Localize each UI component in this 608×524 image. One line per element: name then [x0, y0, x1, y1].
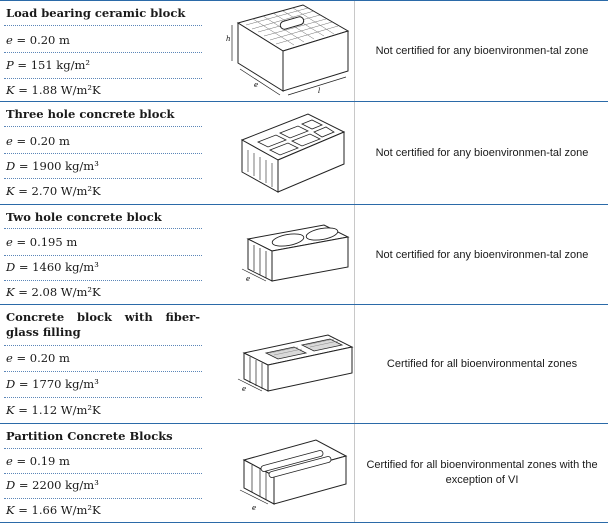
properties-cell: Two hole concrete block e = 0.195 m D = … — [0, 205, 204, 305]
ceramic-block-icon: h e l — [226, 4, 350, 96]
block-title: Load bearing ceramic block — [6, 6, 186, 20]
density-value: D = 2200 kg/m³ — [6, 478, 99, 492]
certification-text: Not certified for any bioenvironmen-tal … — [375, 45, 589, 57]
table-row: Partition Concrete Blocks e = 0.19 m D =… — [0, 423, 608, 523]
thickness-value: e = 0.20 m — [6, 134, 70, 148]
certification-text: Certified for all bioenvironmental zones — [386, 358, 578, 370]
table-row: Three hole concrete block e = 0.20 m D =… — [0, 101, 608, 205]
table-row: Two hole concrete block e = 0.195 m D = … — [0, 204, 608, 305]
block-title: Partition Concrete Blocks — [6, 429, 173, 443]
certification-text: Not certified for any bioenvironmen-tal … — [375, 147, 589, 159]
properties-cell: Load bearing ceramic block e = 0.20 m P … — [0, 1, 204, 102]
block-title: Concrete block with fiber-glass filling — [6, 310, 200, 339]
two-hole-block-icon: e — [241, 224, 350, 283]
density-value: D = 1770 kg/m³ — [6, 377, 99, 391]
block-title: Three hole concrete block — [6, 107, 175, 121]
block-image-cell: e — [208, 305, 355, 424]
three-hole-block-icon — [240, 113, 346, 193]
partition-block-icon: e — [239, 439, 348, 512]
svg-text:e: e — [242, 385, 246, 393]
block-image-cell: h e l — [208, 1, 355, 102]
k-value: K = 2.70 W/m²K — [6, 184, 101, 198]
block-image-cell — [208, 102, 355, 205]
thickness-value: e = 0.195 m — [6, 235, 78, 249]
svg-text:e: e — [246, 275, 250, 283]
density-value: D = 1460 kg/m³ — [6, 260, 99, 274]
table-row: Load bearing ceramic block e = 0.20 m P … — [0, 0, 608, 102]
properties-cell: Partition Concrete Blocks e = 0.19 m D =… — [0, 424, 204, 522]
properties-cell: Concrete block with fiber-glass filling … — [0, 305, 204, 424]
density-value: P = 151 kg/m² — [6, 58, 91, 72]
block-image-cell: e — [208, 424, 355, 522]
certification-text: Certified for all bioenvironmental zones… — [366, 459, 598, 486]
k-value: K = 2.08 W/m²K — [6, 285, 101, 299]
k-value: K = 1.12 W/m²K — [6, 403, 101, 417]
thickness-value: e = 0.19 m — [6, 454, 70, 468]
thickness-value: e = 0.20 m — [6, 33, 70, 47]
properties-cell: Three hole concrete block e = 0.20 m D =… — [0, 102, 204, 205]
svg-text:l: l — [318, 87, 320, 95]
density-value: D = 1900 kg/m³ — [6, 159, 99, 173]
svg-text:h: h — [226, 35, 231, 43]
svg-text:e: e — [252, 504, 256, 512]
k-value: K = 1.66 W/m²K — [6, 503, 101, 517]
block-title: Two hole concrete block — [6, 210, 162, 224]
fiberglass-block-icon: e — [237, 334, 354, 393]
thickness-value: e = 0.20 m — [6, 351, 70, 365]
k-value: K = 1.88 W/m²K — [6, 83, 101, 97]
svg-text:e: e — [254, 81, 258, 89]
table-row: Concrete block with fiber-glass filling … — [0, 304, 608, 424]
certification-text: Not certified for any bioenvironmen-tal … — [375, 248, 589, 261]
block-image-cell: e — [208, 205, 355, 305]
